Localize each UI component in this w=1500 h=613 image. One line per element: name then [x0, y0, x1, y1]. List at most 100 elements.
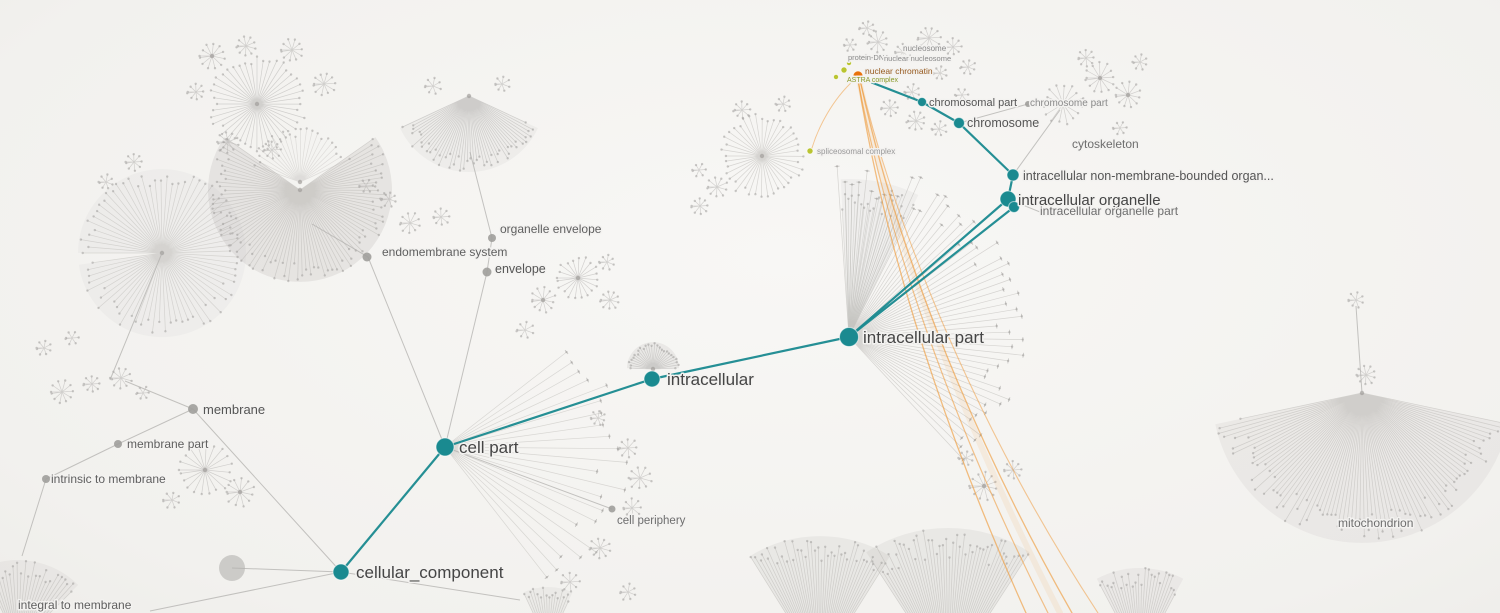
collapsed-subtree-fan[interactable] — [732, 100, 752, 120]
fan-hub-node[interactable] — [540, 297, 546, 303]
collapsed-subtree-fan[interactable] — [959, 59, 977, 76]
collapsed-subtree-fan[interactable] — [423, 76, 442, 95]
go-node-chromosomal-part[interactable] — [917, 97, 927, 107]
collapsed-subtree-fan[interactable] — [597, 253, 615, 271]
collapsed-subtree-fan[interactable] — [515, 320, 535, 339]
collapsed-subtree-fan[interactable] — [530, 285, 557, 314]
collapsed-subtree-fan[interactable] — [930, 120, 948, 137]
go-node-intracellular-organelle-part[interactable] — [1008, 201, 1020, 213]
collapsed-subtree-fan[interactable] — [599, 290, 620, 310]
collapsed-subtree-fan[interactable] — [225, 477, 256, 508]
go-node-cellular-component[interactable] — [332, 563, 350, 581]
term-label-intracellular-organelle-part[interactable]: intracellular organelle part — [1039, 203, 1181, 220]
collapsed-subtree-fan[interactable] — [957, 450, 974, 466]
term-label-cell-part[interactable]: cell part — [458, 437, 521, 459]
term-label-cell-periphery[interactable]: cell periphery — [616, 514, 688, 529]
term-label-organelle-envelope[interactable]: organelle envelope — [499, 221, 604, 238]
term-label-nuclear-chromatin[interactable]: nuclear chromatin — [864, 65, 935, 78]
go-node-intracellular[interactable] — [643, 370, 661, 388]
collapsed-subtree-fan[interactable] — [49, 379, 75, 405]
go-node-green-term-3[interactable] — [846, 60, 852, 66]
fan-hub-node[interactable] — [254, 101, 260, 107]
collapsed-subtree-fan[interactable] — [834, 165, 1025, 462]
collapsed-subtree-fan[interactable] — [893, 42, 913, 62]
term-label-chromosomal-part[interactable]: chromosomal part — [928, 96, 1019, 111]
go-node-nuclear-chromatin-highlight[interactable] — [852, 70, 864, 82]
collapsed-subtree-fan[interactable] — [177, 445, 234, 496]
go-node-chromosome-part[interactable] — [1025, 101, 1031, 107]
fan-hub-node[interactable] — [297, 179, 303, 185]
go-node-endomembrane-system[interactable] — [362, 252, 372, 262]
term-label-chromosome[interactable]: chromosome — [966, 115, 1041, 132]
collapsed-subtree-fan[interactable] — [866, 528, 1030, 613]
collapsed-subtree-fan[interactable] — [523, 586, 573, 613]
go-node-intrinsic-to-membrane[interactable] — [42, 475, 50, 483]
collapsed-subtree-fan[interactable] — [691, 162, 708, 178]
collapsed-subtree-fan[interactable] — [1084, 60, 1115, 93]
fan-hub-node[interactable] — [297, 187, 303, 193]
term-label-cytoskeleton[interactable]: cytoskeleton — [1071, 136, 1141, 153]
collapsed-subtree-fan[interactable] — [0, 560, 79, 613]
collapsed-subtree-fan[interactable] — [749, 536, 890, 613]
collapsed-subtree-fan[interactable] — [706, 176, 729, 198]
collapsed-subtree-fan[interactable] — [588, 537, 612, 560]
go-node-green-term-1[interactable] — [840, 66, 848, 74]
term-label-intracellular[interactable]: intracellular — [666, 369, 756, 391]
term-label-integral-to-membrane[interactable]: integral to membrane — [17, 597, 134, 613]
collapsed-subtree-fan[interactable] — [690, 197, 709, 216]
collapsed-subtree-fan[interactable] — [879, 99, 899, 118]
collapsed-subtree-fan[interactable] — [135, 385, 150, 400]
term-label-nucleosome[interactable]: nucleosome — [902, 43, 949, 55]
collapsed-subtree-fan[interactable] — [555, 256, 599, 300]
collapsed-subtree-fan[interactable] — [1131, 53, 1148, 71]
collapsed-subtree-fan[interactable] — [1003, 459, 1023, 480]
collapsed-subtree-fan[interactable] — [400, 93, 538, 173]
term-label-cellular-component[interactable]: cellular_component — [355, 562, 506, 584]
collapsed-subtree-fan[interactable] — [108, 367, 133, 390]
go-node-spliceosomal-complex-node[interactable] — [806, 147, 814, 155]
collapsed-subtree-fan[interactable] — [953, 88, 970, 103]
go-node-membrane[interactable] — [188, 404, 198, 414]
collapsed-subtree-fan[interactable] — [209, 55, 306, 153]
term-label-mitochondrion[interactable]: mitochondrion — [1337, 515, 1415, 532]
collapsed-subtree-fan[interactable] — [124, 153, 143, 172]
collapsed-subtree-fan[interactable] — [942, 37, 963, 56]
fan-hub-node[interactable] — [981, 483, 987, 489]
fan-hub-node[interactable] — [466, 93, 472, 99]
fan-hub-node[interactable] — [650, 366, 656, 372]
term-label-endomembrane-system[interactable]: endomembrane system — [381, 244, 509, 261]
fan-hub-node[interactable] — [1060, 101, 1066, 107]
collapsed-subtree-fan[interactable] — [1077, 48, 1095, 68]
collapsed-subtree-fan[interactable] — [432, 207, 451, 226]
collapsed-subtree-fan[interactable] — [1355, 364, 1376, 386]
collapsed-subtree-fan[interactable] — [560, 571, 582, 593]
term-label-chromosome-part[interactable]: chromosome part — [1029, 97, 1110, 111]
collapsed-subtree-fan[interactable] — [35, 339, 52, 356]
term-label-astra-complex[interactable]: ASTRA complex — [846, 76, 900, 86]
collapsed-subtree-fan[interactable] — [1114, 80, 1142, 109]
collapsed-subtree-fan[interactable] — [208, 137, 392, 283]
collapsed-subtree-fan[interactable] — [968, 470, 998, 502]
collapsed-subtree-fan[interactable] — [82, 375, 101, 393]
term-label-intrinsic-to-membrane[interactable]: intrinsic to membrane — [50, 471, 168, 488]
collapsed-subtree-fan[interactable] — [627, 342, 680, 372]
collapsed-subtree-fan[interactable] — [1215, 390, 1500, 543]
fan-hub-node[interactable] — [759, 153, 765, 159]
collapsed-subtree-fan[interactable] — [312, 72, 337, 97]
fan-hub-node[interactable] — [209, 53, 215, 59]
collapsed-subtree-fan[interactable] — [262, 140, 283, 160]
collapsed-subtree-fan[interactable] — [916, 27, 943, 49]
collapsed-subtree-fan[interactable] — [186, 82, 205, 101]
collapsed-subtree-fan[interactable] — [1347, 291, 1364, 309]
collapsed-subtree-fan[interactable] — [905, 110, 926, 131]
collapsed-subtree-fan[interactable] — [198, 42, 226, 70]
term-label-intracellular-organelle[interactable]: intracellular organelle — [1017, 191, 1163, 211]
go-node-intracellular-part[interactable] — [839, 327, 859, 347]
fan-hub-node[interactable] — [237, 489, 243, 495]
fan-hub-node[interactable] — [202, 467, 208, 473]
collapsed-subtree-fan[interactable] — [1111, 121, 1128, 136]
fan-hub-node[interactable] — [575, 275, 581, 281]
go-node-green-term-2[interactable] — [833, 74, 839, 80]
term-label-membrane-part[interactable]: membrane part — [126, 436, 211, 453]
